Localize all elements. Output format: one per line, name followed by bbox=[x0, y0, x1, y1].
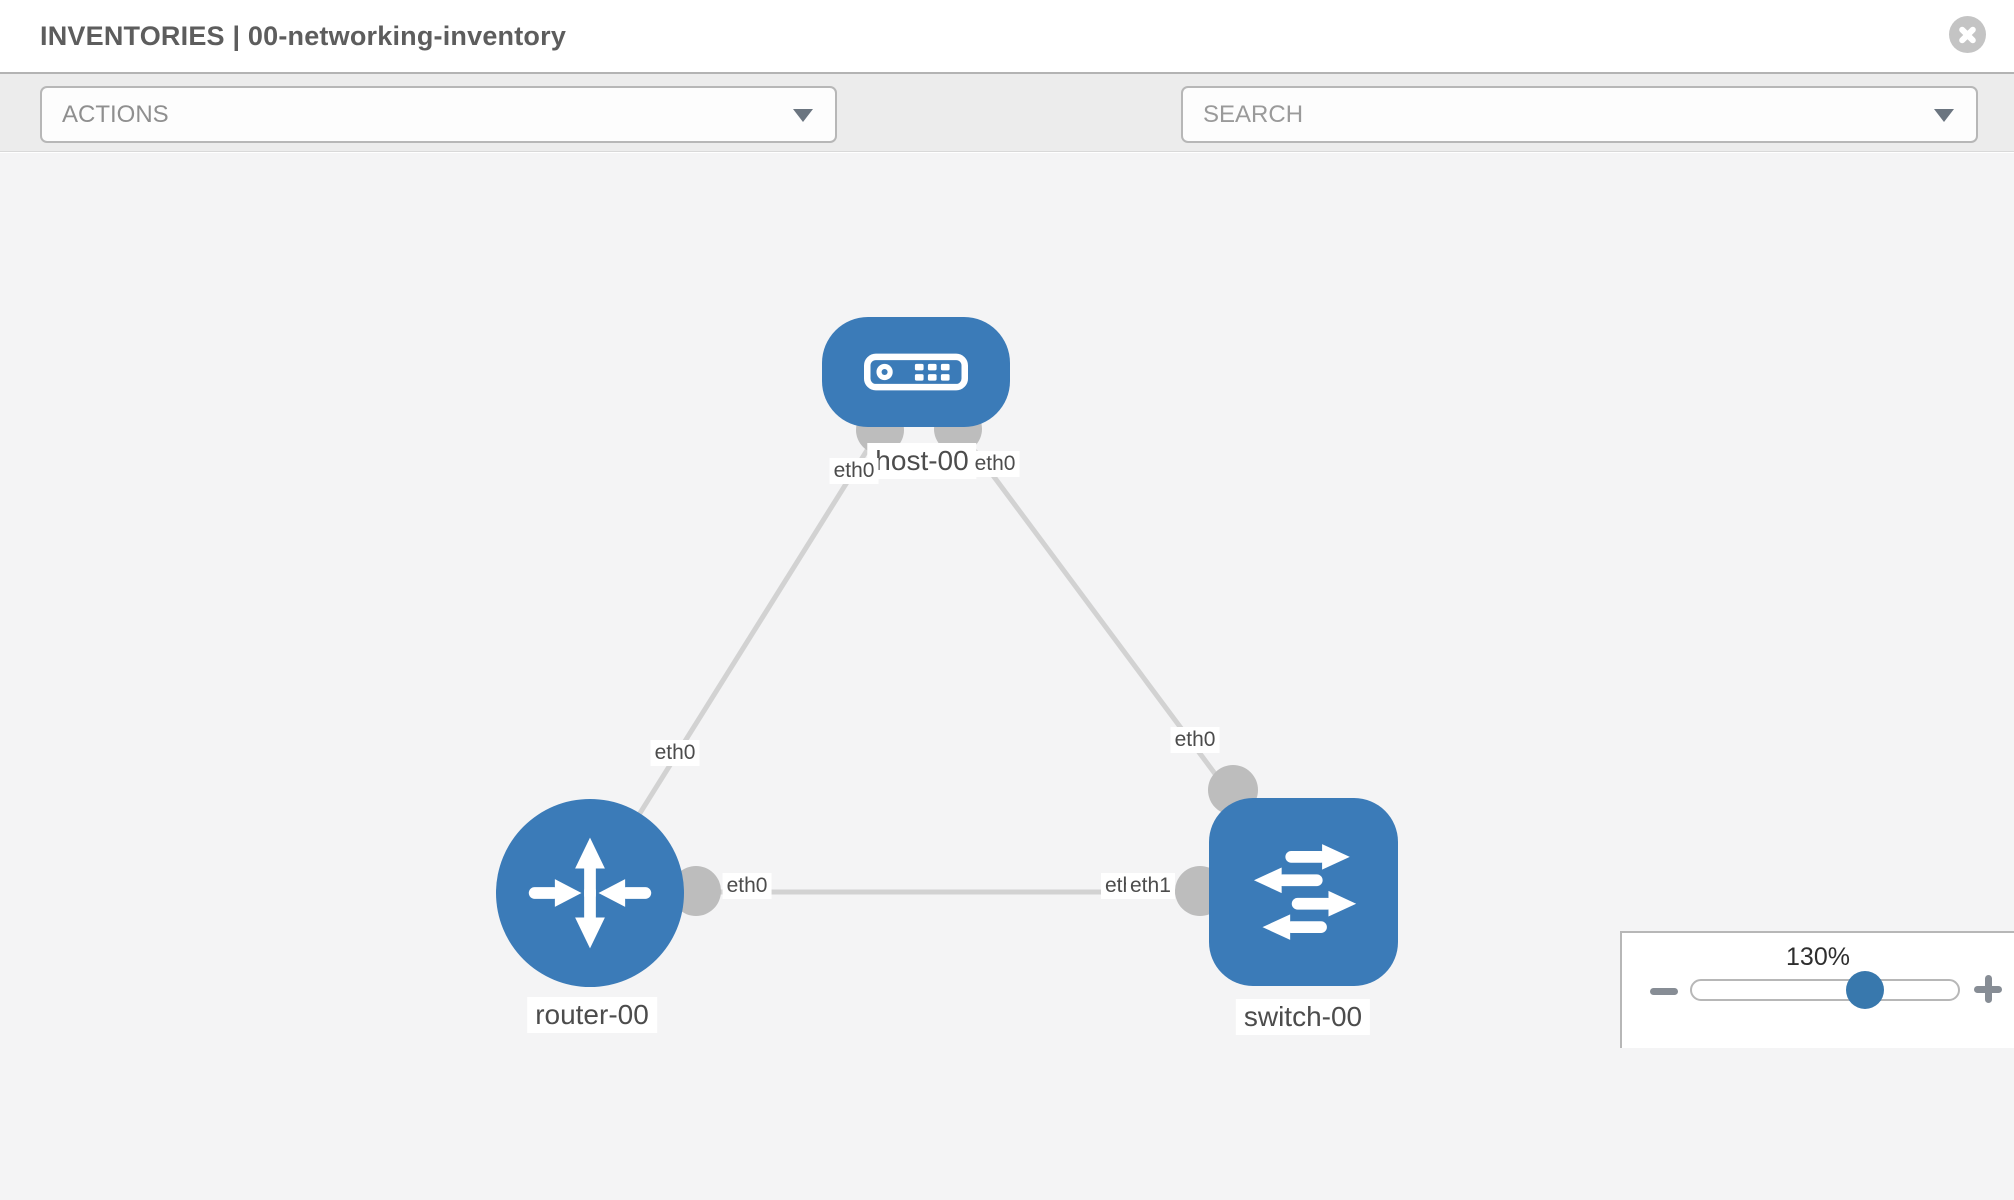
switch-icon bbox=[1253, 844, 1356, 940]
interface-label-switch-eth0-top: eth0 bbox=[1170, 727, 1220, 753]
actions-dropdown-label: ACTIONS bbox=[62, 101, 169, 128]
zoom-slider-track[interactable] bbox=[1690, 979, 1960, 1001]
node-label-switch: switch-00 bbox=[1235, 999, 1371, 1035]
toolbar: ACTIONS bbox=[0, 72, 2014, 204]
chevron-down-icon bbox=[793, 109, 813, 122]
interface-label-eth1-over: eth1 bbox=[1126, 873, 1175, 899]
port-router-eth0 bbox=[671, 866, 721, 916]
interface-label-router-eth0-top: eth0 bbox=[650, 740, 700, 766]
page-title: INVENTORIES | 00-networking-inventory bbox=[40, 21, 567, 51]
header: INVENTORIES | 00-networking-inventory bbox=[0, 0, 2014, 72]
zoom-out-button[interactable] bbox=[1650, 988, 1678, 995]
node-label-host: host-00 bbox=[867, 443, 977, 479]
zoom-in-button[interactable] bbox=[1974, 975, 2002, 1003]
search-dropdown[interactable] bbox=[1181, 86, 1978, 143]
close-button[interactable] bbox=[1949, 16, 1986, 53]
node-router[interactable] bbox=[496, 799, 684, 987]
zoom-slider-thumb[interactable] bbox=[1846, 971, 1884, 1009]
interface-label-host-eth0-right: eth0 bbox=[970, 451, 1020, 477]
zoom-level-value: 130% bbox=[1786, 943, 1850, 971]
node-label-router: router-00 bbox=[527, 997, 657, 1033]
actions-dropdown[interactable]: ACTIONS bbox=[40, 86, 837, 143]
router-icon bbox=[528, 837, 652, 949]
zoom-control-panel: 130% bbox=[1620, 931, 2014, 1048]
plus-icon bbox=[1984, 975, 1992, 1003]
node-switch[interactable] bbox=[1209, 798, 1398, 986]
node-host[interactable] bbox=[822, 317, 1010, 427]
interface-label-router-eth0-right: eth0 bbox=[722, 873, 772, 899]
host-icon bbox=[864, 353, 968, 391]
search-input[interactable] bbox=[1203, 88, 1903, 141]
interface-label-host-eth0-left: eth0 bbox=[829, 458, 879, 484]
chevron-down-icon bbox=[1934, 109, 1954, 122]
